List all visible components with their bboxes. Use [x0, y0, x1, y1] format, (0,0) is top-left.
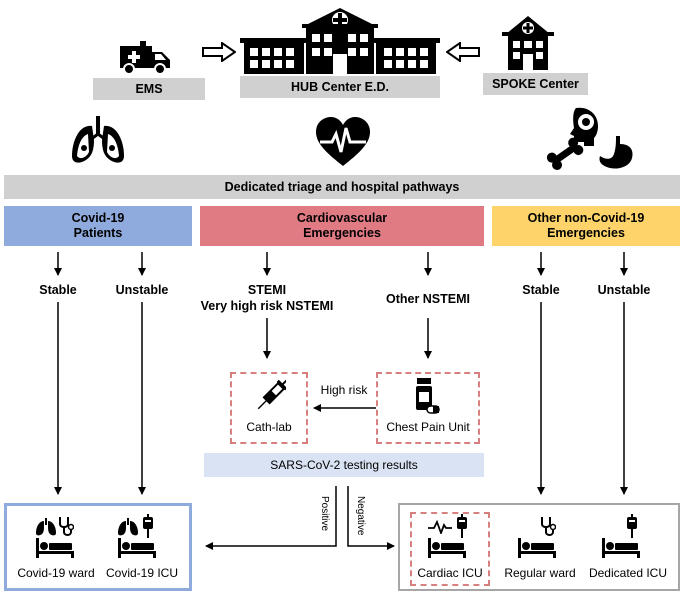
lungs-icon — [36, 518, 56, 536]
pill-bottle-icon — [416, 378, 440, 414]
stemi-label: STEMI Very high risk NSTEMI — [197, 282, 337, 314]
stemi-line1: STEMI — [247, 283, 287, 297]
arrow-left-icon — [446, 42, 480, 62]
dedicated-icu-label: Dedicated ICU — [588, 566, 668, 580]
category-covid: Covid-19 Patients — [4, 206, 192, 246]
stethoscope-icon — [59, 517, 74, 536]
lungs-icon — [118, 518, 138, 536]
chest-pain-unit-label: Chest Pain Unit — [386, 420, 470, 434]
testing-bar: SARS-CoV-2 testing results — [204, 453, 484, 477]
hub-label: HUB Center E.D. — [240, 76, 440, 98]
bed-icon — [36, 538, 74, 558]
chest-pain-unit-box — [376, 372, 480, 444]
triage-label: Dedicated triage and hospital pathways — [224, 180, 460, 194]
category-other-line2: Emergencies — [547, 226, 625, 240]
ambulance-icon — [120, 41, 170, 74]
cardiac-icu-label: Cardiac ICU — [417, 566, 483, 580]
cath-lab-box — [230, 372, 308, 444]
cardiac-icu-box — [410, 512, 490, 586]
arrow-right-icon — [202, 42, 236, 62]
triage-bar: Dedicated triage and hospital pathways — [4, 175, 680, 199]
iv-bag-icon — [457, 514, 467, 538]
category-other: Other non-Covid-19 Emergencies — [492, 206, 680, 246]
covid-unstable-label: Unstable — [115, 283, 169, 297]
covid-ward-label: Covid-19 ward — [17, 566, 95, 580]
clinic-icon — [502, 16, 554, 70]
ems-label: EMS — [93, 78, 205, 100]
heart-ecg-icon — [316, 117, 370, 166]
positive-label: Positive — [319, 496, 330, 532]
covid-destinations-box — [4, 503, 192, 591]
hospital-icon — [240, 8, 440, 74]
spoke-label-text: SPOKE Center — [492, 77, 579, 91]
other-nstemi-label: Other NSTEMI — [385, 292, 471, 306]
covid-icu-label: Covid-19 ICU — [105, 566, 179, 580]
other-unstable-label: Unstable — [597, 283, 651, 297]
ems-label-text: EMS — [135, 82, 163, 96]
other-stable-label: Stable — [522, 283, 560, 297]
category-other-line1: Other non-Covid-19 — [527, 211, 645, 225]
syringe-icon — [257, 379, 286, 410]
regular-ward-label: Regular ward — [504, 566, 576, 580]
high-risk-label: High risk — [320, 383, 368, 397]
bed-icon — [602, 538, 640, 558]
spoke-label: SPOKE Center — [483, 73, 588, 95]
hub-label-text: HUB Center E.D. — [291, 80, 389, 94]
bed-icon — [428, 538, 466, 558]
category-covid-line1: Covid-19 — [71, 211, 125, 225]
ecg-icon — [428, 520, 452, 534]
iv-bag-icon — [627, 514, 637, 538]
category-cardio-line2: Emergencies — [303, 226, 381, 240]
category-cardio-line1: Cardiovascular — [296, 211, 388, 225]
lungs-virus-icon — [72, 116, 124, 163]
bed-icon — [518, 538, 556, 558]
testing-label: SARS-CoV-2 testing results — [270, 458, 418, 472]
bone-brain-stomach-icon — [546, 107, 633, 170]
iv-bag-icon — [143, 514, 153, 538]
category-covid-line2: Patients — [73, 226, 123, 240]
bed-icon — [118, 538, 156, 558]
negative-label: Negative — [355, 496, 366, 536]
stemi-line2: Very high risk NSTEMI — [200, 299, 334, 313]
category-cardio: Cardiovascular Emergencies — [200, 206, 484, 246]
cath-lab-label: Cath-lab — [246, 420, 292, 434]
other-destinations-box — [398, 503, 680, 591]
covid-stable-label: Stable — [39, 283, 77, 297]
stethoscope-icon — [541, 517, 556, 536]
